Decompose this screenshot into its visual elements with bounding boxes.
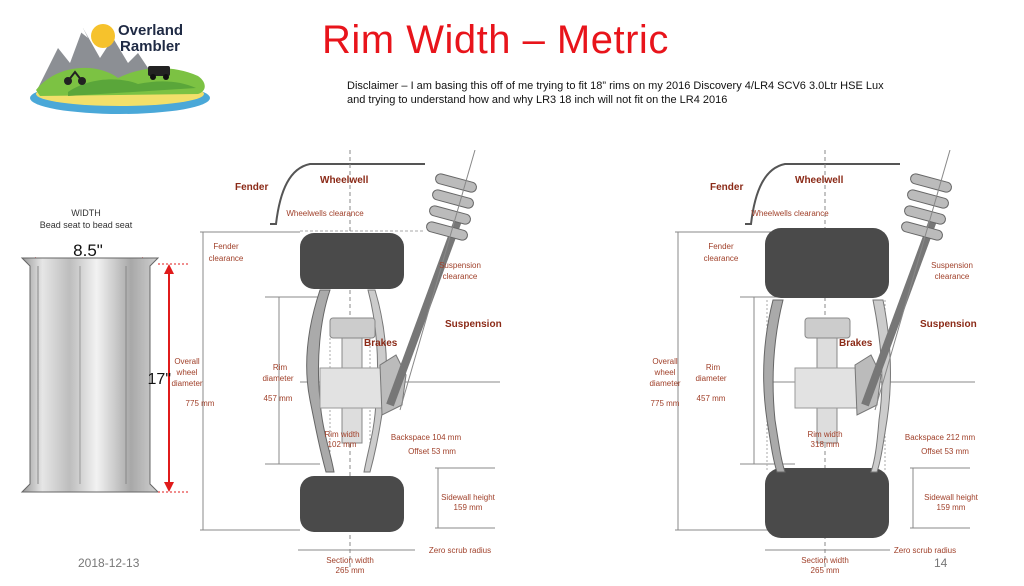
suspension-label: Suspension xyxy=(920,319,977,330)
brakes-label: Brakes xyxy=(364,338,398,349)
rim-diameter-value: 457 mm xyxy=(264,394,293,403)
rim-diameter-value: 457 mm xyxy=(697,394,726,403)
backspace-label: Backspace 104 mm xyxy=(391,433,462,442)
wheelwells-clearance-label: Wheelwells clearance xyxy=(751,209,829,218)
backspace-label: Backspace 212 mm xyxy=(905,433,976,442)
rim-width-illustration: WIDTH Bead seat to bead seat 8.5" 17" xyxy=(20,208,190,493)
overall-diameter-label-1: Overall xyxy=(652,357,678,366)
section-width-label-1: Section width xyxy=(801,556,849,565)
rim-width-value: 8.5" xyxy=(73,241,103,260)
rim-width-label-1: Rim width xyxy=(807,430,842,439)
zero-scrub-label: Zero scrub radius xyxy=(894,546,956,555)
rim-width-label-2: 318 mm xyxy=(811,440,840,449)
rim-diagram-wide: Fender clearance Suspension clearance Ov… xyxy=(649,150,979,575)
wheelwell-label: Wheelwell xyxy=(795,175,844,186)
logo-line-2: Rambler xyxy=(120,38,180,55)
overall-diameter-label-3: diameter xyxy=(171,379,202,388)
slide-title: Rim Width – Metric xyxy=(322,18,669,62)
rim-width-subheader: Bead seat to bead seat xyxy=(40,220,133,230)
rim-width-header: WIDTH xyxy=(71,208,101,218)
rim-diagram-narrow: Fender clearance Suspension clearance Ov… xyxy=(171,150,502,575)
offset-label: Offset 53 mm xyxy=(408,447,456,456)
section-width-label-2: 265 mm xyxy=(811,566,840,575)
rim-diameter-label-2: diameter xyxy=(695,374,726,383)
section-width-label-1: Section width xyxy=(326,556,374,565)
sidewall-height-label-2: 159 mm xyxy=(937,503,966,512)
rim-diameter-label-1: Rim xyxy=(706,363,721,372)
disclaimer-line-2: and trying to understand how and why LR3… xyxy=(347,94,728,106)
overland-rambler-logo: Overland Rambler xyxy=(30,22,210,114)
wheelwell-label: Wheelwell xyxy=(320,175,369,186)
section-width-label-2: 265 mm xyxy=(336,566,365,575)
overall-diameter-label-2: wheel xyxy=(654,368,676,377)
overall-diameter-label-3: diameter xyxy=(649,379,680,388)
rim-width-label-1: Rim width xyxy=(324,430,359,439)
offset-label: Offset 53 mm xyxy=(921,447,969,456)
slide-date: 2018-12-13 xyxy=(78,556,140,570)
sidewall-height-label-1: Sidewall height xyxy=(924,493,979,502)
rim-diameter-label-1: Rim xyxy=(273,363,288,372)
fender-clearance-label-1: Fender xyxy=(708,242,734,251)
zero-scrub-label: Zero scrub radius xyxy=(429,546,491,555)
fender-clearance-label-2: clearance xyxy=(704,254,739,263)
overall-diameter-label-2: wheel xyxy=(176,368,198,377)
fender-clearance-label-1: Fender xyxy=(213,242,239,251)
logo-line-1: Overland xyxy=(118,22,183,39)
suspension-clearance-label-2: clearance xyxy=(443,272,478,281)
wheelwells-clearance-label: Wheelwells clearance xyxy=(286,209,364,218)
overall-diameter-value: 775 mm xyxy=(651,399,680,408)
suspension-clearance-label-1: Suspension xyxy=(439,261,481,270)
sidewall-height-label-1: Sidewall height xyxy=(441,493,496,502)
fender-label: Fender xyxy=(710,182,743,193)
suspension-label: Suspension xyxy=(445,319,502,330)
overall-diameter-label-1: Overall xyxy=(174,357,200,366)
sidewall-height-label-2: 159 mm xyxy=(454,503,483,512)
suspension-clearance-label-1: Suspension xyxy=(931,261,973,270)
disclaimer-line-1: Disclaimer – I am basing this off of me … xyxy=(347,80,884,92)
rim-diameter-label-2: diameter xyxy=(262,374,293,383)
brakes-label: Brakes xyxy=(839,338,873,349)
rim-width-label-2: 102 mm xyxy=(328,440,357,449)
rim-height-value: 17" xyxy=(148,371,171,388)
overall-diameter-value: 775 mm xyxy=(186,399,215,408)
fender-label: Fender xyxy=(235,182,268,193)
suspension-clearance-label-2: clearance xyxy=(935,272,970,281)
fender-clearance-label-2: clearance xyxy=(209,254,244,263)
page-number: 14 xyxy=(934,556,948,570)
